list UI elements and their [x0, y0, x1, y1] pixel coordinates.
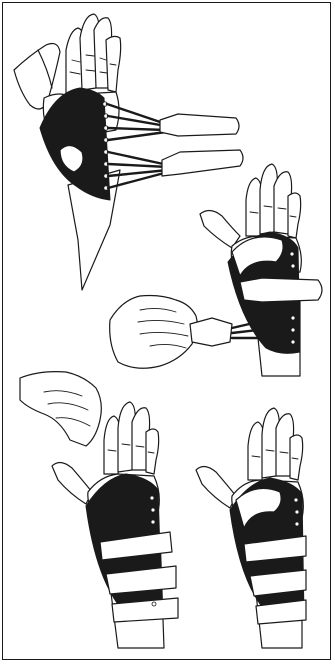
thumb-strap: [231, 236, 284, 277]
finger-little: [287, 192, 302, 239]
thumb: [195, 465, 237, 509]
step-3-tighten-laces-figure: [109, 294, 260, 369]
wrist-strap-middle: [249, 569, 307, 597]
wrist-strap-upper: [243, 535, 307, 563]
wrist-strap-lower: [255, 599, 307, 625]
pulled-tab: [189, 317, 233, 347]
brace-cutout: [59, 144, 84, 173]
pull-tab-upper: [159, 113, 240, 137]
wrist-strap-upper: [99, 531, 173, 561]
thumb: [13, 42, 61, 110]
pull-tab-lower: [161, 149, 244, 177]
wrist-strap-lower: [111, 597, 179, 623]
lace-holes: [149, 495, 157, 607]
step-4-wrist-straps-figure: [19, 371, 179, 649]
wrist-strap-middle: [105, 565, 177, 595]
thumb-strap: [235, 487, 282, 529]
helping-hand: [19, 371, 102, 447]
lace-holes: [289, 251, 296, 345]
laces: [105, 102, 170, 190]
finger-little: [289, 434, 304, 481]
lace-holes: [293, 497, 300, 527]
pull-tab: [239, 277, 323, 303]
thumb: [51, 461, 93, 505]
thumb: [199, 209, 241, 249]
step-5-fitted-brace-figure: [195, 407, 307, 649]
brace-body: [39, 87, 111, 201]
helping-hand: [109, 294, 198, 369]
step-2-thumb-strap-figure: [199, 163, 323, 377]
step-1-open-brace-figure: [13, 13, 244, 291]
finger-little: [145, 428, 160, 475]
